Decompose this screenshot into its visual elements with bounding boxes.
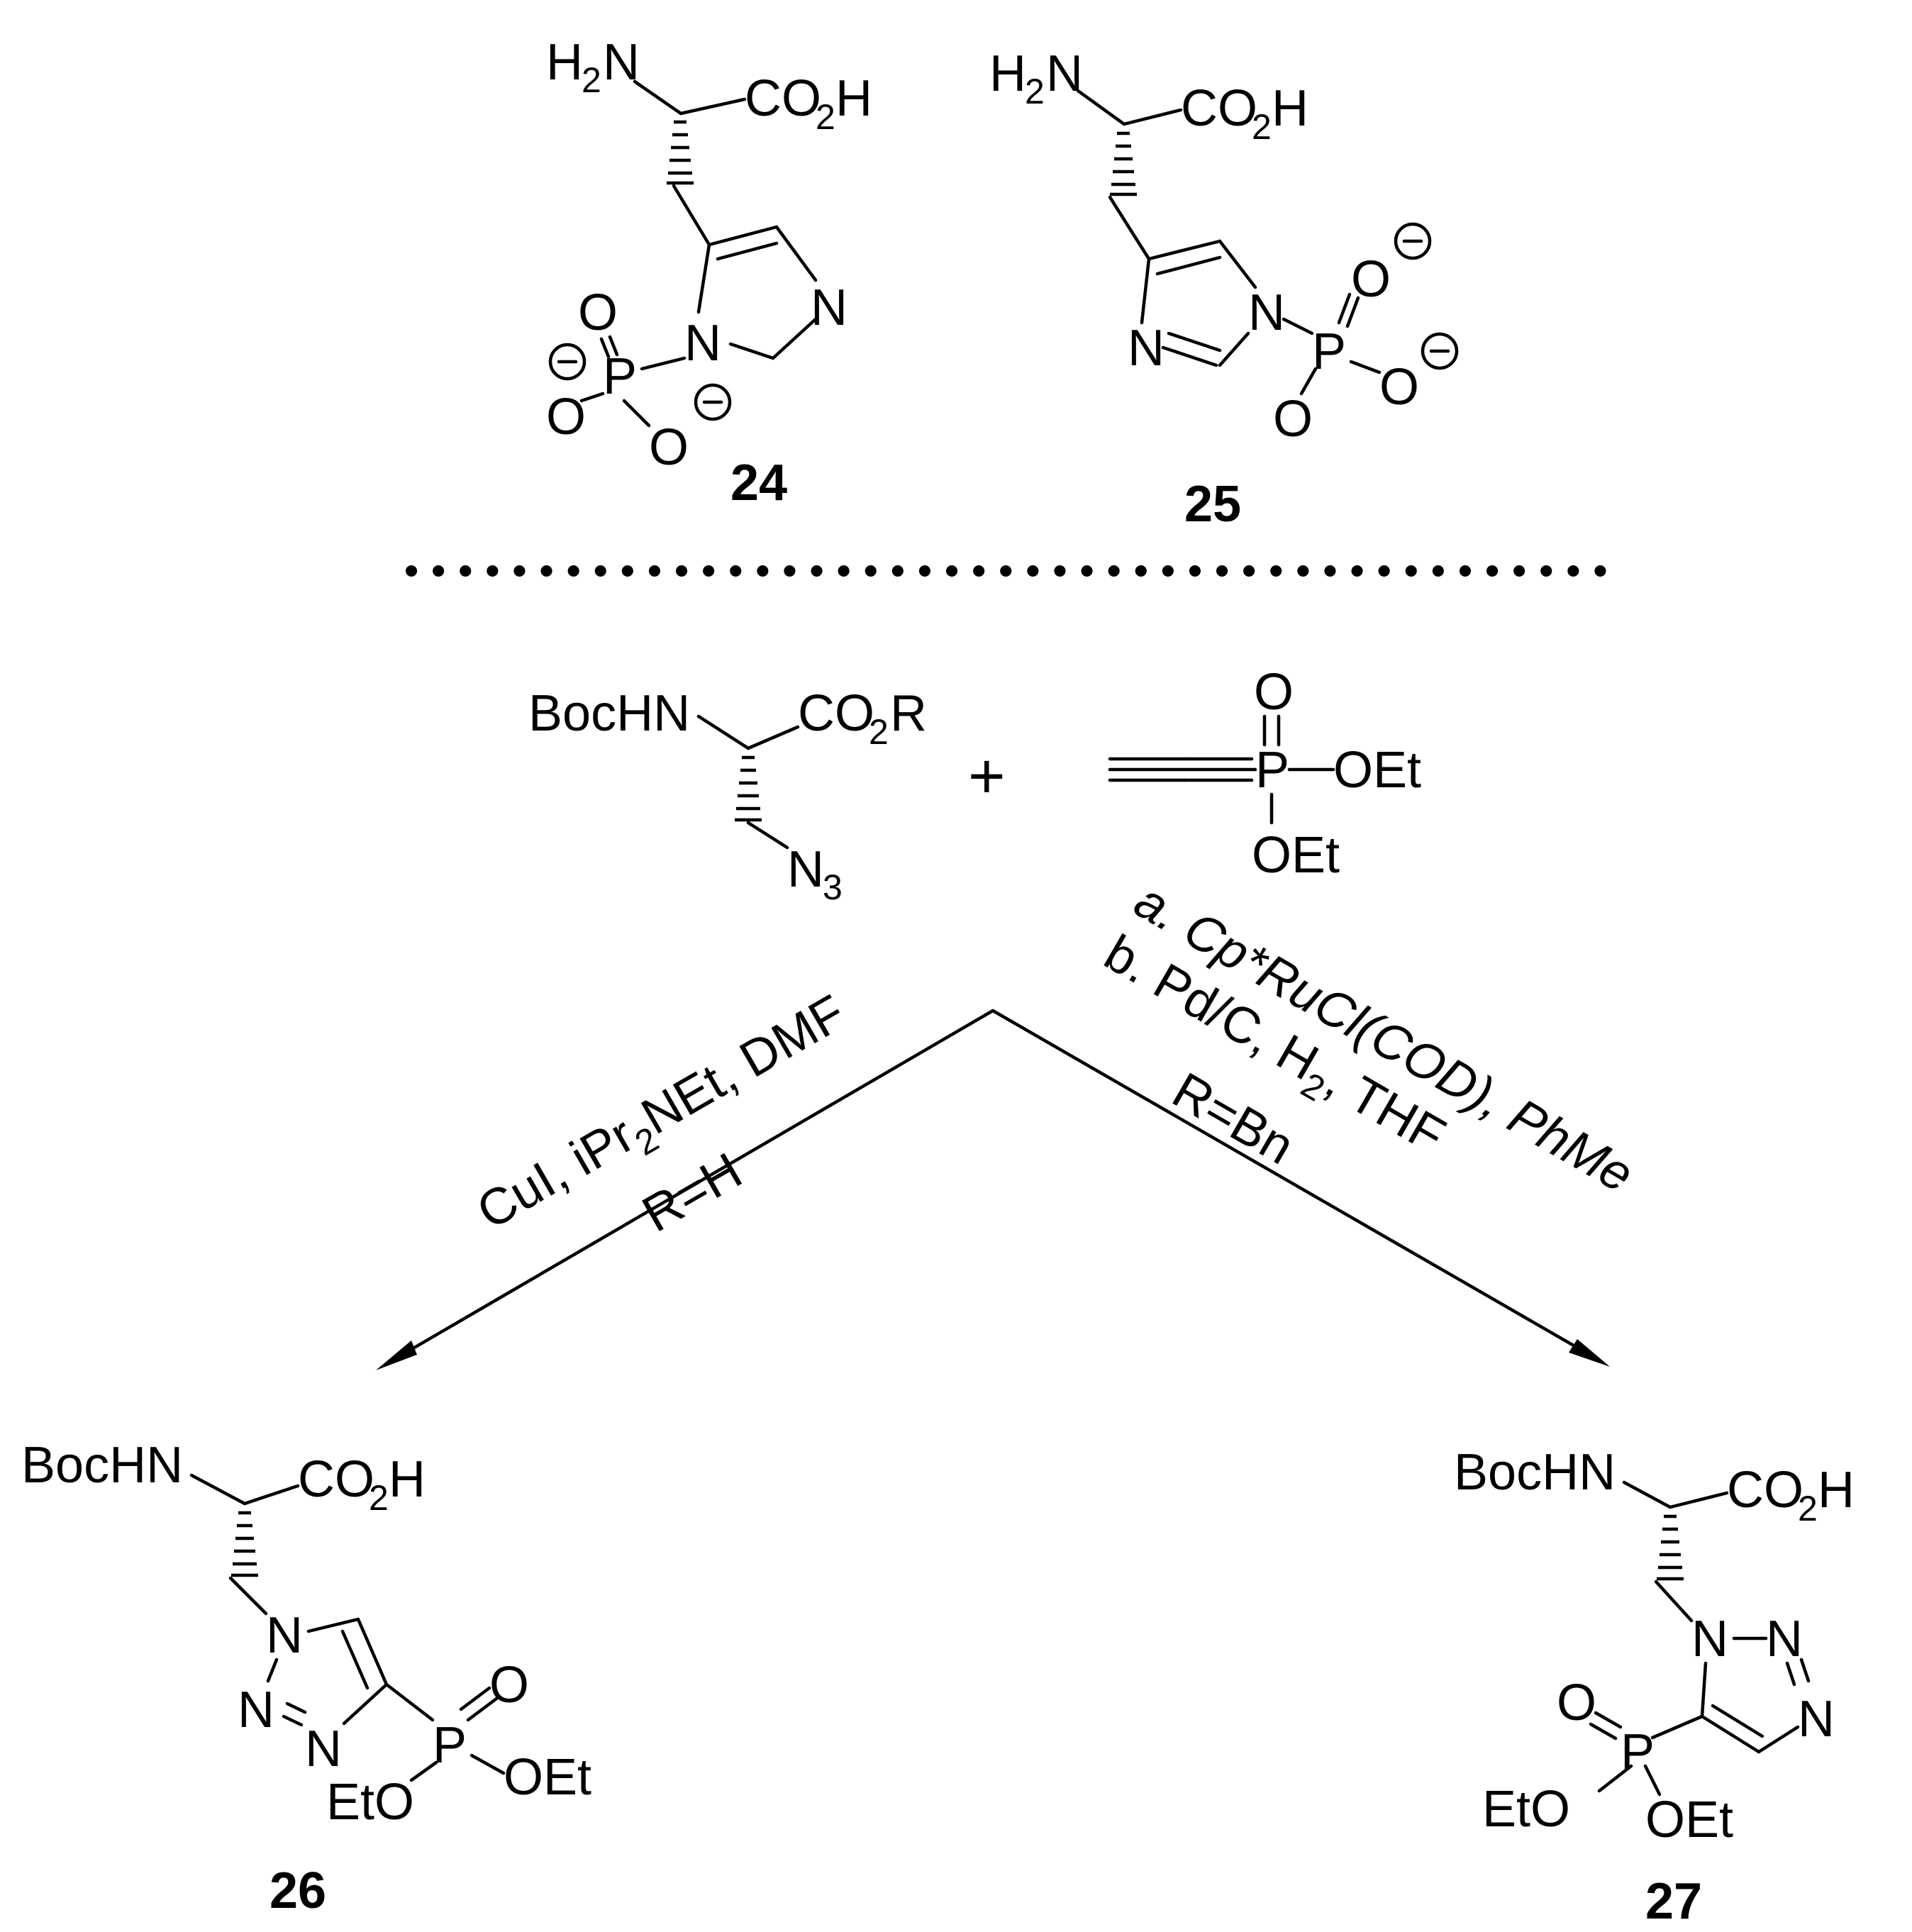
atom-OEt: OEt	[1333, 742, 1421, 799]
subscript-2: 2	[869, 712, 889, 752]
atom-N: N	[787, 841, 824, 898]
hashed-wedge	[735, 755, 762, 822]
atom-N: N	[811, 279, 847, 336]
subscript-2: 2	[1252, 107, 1272, 147]
atom-O: O	[1351, 251, 1391, 308]
alkynyl-phosphonate: P O OEt OEt	[1108, 664, 1421, 884]
atom-H: H	[546, 34, 583, 91]
atom-H: H	[835, 70, 872, 127]
atom-N: N	[1798, 1691, 1835, 1748]
compound-25: H 2 N CO 2 H N N P O O O 25	[989, 45, 1459, 533]
negative-charge-icon	[1421, 332, 1459, 370]
atom-H: H	[389, 1451, 426, 1508]
atom-H: H	[1818, 1462, 1855, 1519]
negative-charge-icon	[694, 383, 732, 421]
atom-O: O	[649, 419, 689, 476]
atom-N: N	[238, 1682, 274, 1738]
subscript-2: 2	[369, 1478, 389, 1518]
azide-starting-material: BocHN CO 2 R N 3	[528, 685, 927, 907]
atom-P: P	[1312, 323, 1346, 380]
atom-O: O	[1379, 359, 1419, 416]
subscript-2: 2	[1025, 72, 1045, 111]
atom-EtO: EtO	[326, 1774, 414, 1831]
reaction-arrows	[376, 1009, 1610, 1370]
atom-O: O	[1273, 391, 1313, 448]
atom-O: O	[1557, 1675, 1596, 1731]
atom-BocHN: BocHN	[21, 1437, 183, 1494]
atom-P: P	[1255, 742, 1289, 799]
atom-R: R	[890, 685, 927, 742]
negative-charge-icon	[548, 343, 587, 381]
atom-OEt: OEt	[504, 1749, 591, 1806]
atom-O: O	[489, 1657, 529, 1714]
hashed-wedge	[667, 120, 694, 185]
atom-N: N	[1046, 45, 1083, 102]
conditions-left: CuI, iPr2NEt, DMF R=H	[468, 984, 855, 1243]
atom-N: N	[1691, 1611, 1728, 1667]
conditions-right: a. Cp*RuCl(COD), PhMe b. Pd/C, H2, THF R…	[1095, 872, 1643, 1204]
subscript-2: 2	[816, 97, 835, 137]
subscript-2: 2	[582, 60, 601, 100]
negative-charge-icon	[1394, 222, 1432, 260]
atom-N: N	[1248, 284, 1285, 341]
atom-H: H	[989, 45, 1026, 102]
atom-CO: CO	[1181, 80, 1257, 137]
atom-BocHN: BocHN	[1454, 1444, 1616, 1501]
atom-N: N	[1128, 320, 1165, 377]
atom-P: P	[433, 1717, 467, 1774]
compound-24: H 2 N CO 2 H N N P O O O 24	[546, 34, 872, 511]
subscript-2: 2	[1798, 1489, 1818, 1528]
condition-text: NEt, DMF	[633, 984, 855, 1145]
atom-H: H	[1272, 80, 1308, 137]
atom-CO: CO	[298, 1451, 374, 1508]
compound-number: 26	[269, 1862, 326, 1919]
atom-CO: CO	[1727, 1462, 1803, 1519]
arrowhead-right	[1569, 1339, 1610, 1367]
atom-O: O	[1254, 664, 1294, 721]
atom-P: P	[603, 348, 637, 405]
hashed-wedge	[1110, 131, 1137, 196]
atom-N: N	[266, 1607, 303, 1664]
compound-number: 24	[730, 455, 787, 511]
atom-OEt: OEt	[1252, 827, 1340, 884]
atom-CO: CO	[798, 685, 874, 742]
hashed-wedge	[231, 1511, 258, 1577]
condition-text: CuI, iPr	[468, 1106, 644, 1240]
condition-a: a. Cp*RuCl(COD), PhMe	[1125, 872, 1643, 1204]
atom-OEt: OEt	[1645, 1792, 1733, 1848]
atom-P: P	[1621, 1724, 1655, 1781]
atom-O: O	[578, 284, 618, 341]
atom-N: N	[684, 315, 721, 372]
subscript-3: 3	[823, 867, 843, 907]
atom-N: N	[1766, 1611, 1803, 1667]
hashed-wedge	[1657, 1514, 1684, 1581]
compound-number: 25	[1184, 476, 1241, 533]
compound-number: 27	[1645, 1873, 1702, 1930]
atom-N: N	[603, 34, 640, 91]
arrowhead-left	[376, 1340, 417, 1370]
atom-O: O	[546, 389, 586, 445]
atom-CO: CO	[745, 70, 821, 127]
atom-EtO: EtO	[1482, 1781, 1570, 1838]
compound-26: BocHN CO 2 H N N N P O OEt EtO 26	[21, 1437, 591, 1919]
plus-sign: +	[968, 741, 1006, 812]
compound-27: BocHN CO 2 H N N N P O EtO OEt 27	[1454, 1444, 1855, 1930]
atom-BocHN: BocHN	[528, 685, 690, 742]
atom-N: N	[305, 1721, 342, 1777]
